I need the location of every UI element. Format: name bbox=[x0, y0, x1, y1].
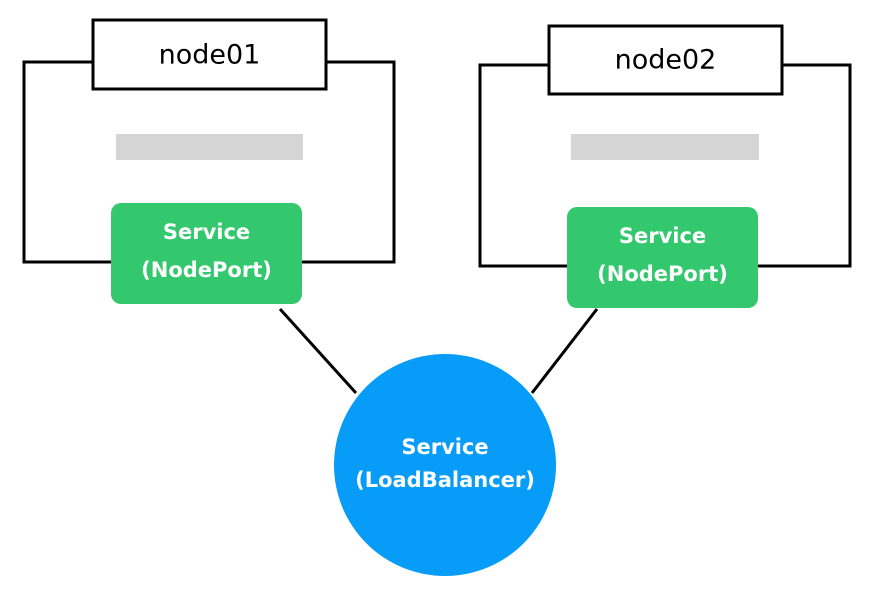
node-02-service-type: (NodePort) bbox=[597, 262, 728, 286]
loadbalancer-service-circle bbox=[334, 354, 556, 576]
loadbalancer-service: Service (LoadBalancer) bbox=[334, 354, 556, 576]
node-01: node01 Service (NodePort) bbox=[22, 18, 396, 304]
node-02: node02 Service (NodePort) bbox=[478, 24, 852, 308]
node-02-label: node02 bbox=[615, 45, 717, 76]
node-02-service-nodeport bbox=[567, 207, 758, 308]
loadbalancer-service-type: (LoadBalancer) bbox=[355, 468, 535, 492]
connector-node02-to-loadbalancer bbox=[530, 308, 599, 394]
node-02-label-box bbox=[547, 24, 784, 96]
loadbalancer-service-title: Service bbox=[401, 435, 488, 459]
node-01-service-title: Service bbox=[163, 220, 250, 244]
node-01-label-box bbox=[91, 18, 328, 91]
node-01-placeholder-bar bbox=[116, 134, 303, 160]
node-02-service-title: Service bbox=[619, 224, 706, 248]
node-02-placeholder-bar bbox=[571, 134, 759, 160]
node-01-label: node01 bbox=[159, 40, 261, 71]
node-01-service-type: (NodePort) bbox=[141, 258, 272, 282]
node-01-service-nodeport bbox=[111, 203, 302, 304]
connector-node01-to-loadbalancer bbox=[278, 307, 358, 395]
